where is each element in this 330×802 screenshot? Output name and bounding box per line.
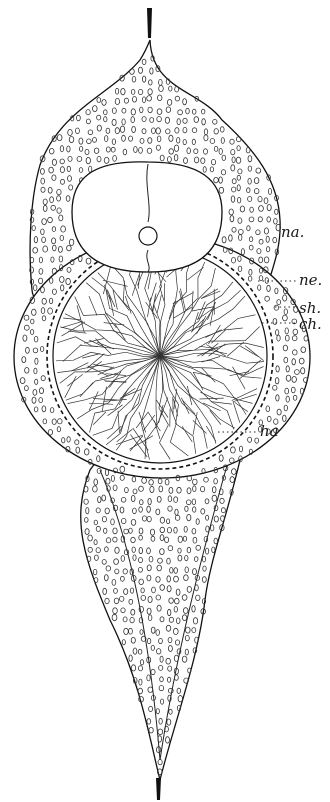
central-canal — [139, 227, 157, 245]
label-na: na. — [281, 223, 304, 241]
label-ch: ch. — [299, 315, 322, 333]
dorsal-spine-tip — [147, 8, 152, 38]
ventral-spine-tip — [156, 778, 161, 800]
label-ne: ne. — [299, 271, 322, 289]
label-ha: ha — [260, 422, 279, 440]
